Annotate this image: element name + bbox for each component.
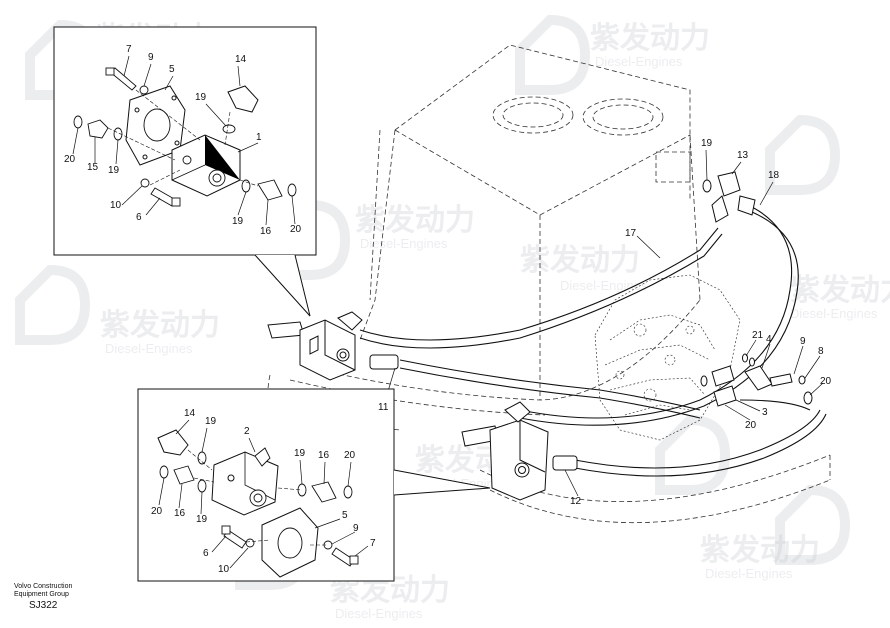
callout-number: 19 xyxy=(195,92,207,103)
hose-11-outer xyxy=(399,367,701,419)
caption-line-2: Equipment Group xyxy=(14,591,69,598)
callout-number: 10 xyxy=(110,200,122,211)
callout-number: 20 xyxy=(820,376,832,387)
callout-number: 5 xyxy=(169,64,175,75)
callouts-bottom-inset: 14 19 2 20 16 19 19 16 20 597 6 10 xyxy=(151,408,376,575)
caption-line-1: Volvo Construction xyxy=(14,583,73,590)
watermark-brand-text: 紫发动力 xyxy=(590,22,710,55)
callout-number: 20 xyxy=(151,506,163,517)
callout-number: 16 xyxy=(318,450,330,461)
valve-assembly-lower xyxy=(461,401,578,501)
publisher-caption: Volvo Construction Equipment Group xyxy=(14,583,72,599)
watermark-sub-text: Diesel-Engines xyxy=(105,341,193,356)
callout-number: 16 xyxy=(260,226,272,237)
callout-number: 20 xyxy=(745,420,757,431)
callout-number: 16 xyxy=(174,508,186,519)
hose-11 xyxy=(399,359,701,411)
watermark-brand-text: 紫发动力 xyxy=(355,204,475,237)
hose-20 xyxy=(739,399,811,411)
callout-number: 13 xyxy=(737,150,749,161)
hose-12 xyxy=(574,409,821,469)
valve-assembly-upper xyxy=(267,311,399,381)
callout-number: 20 xyxy=(344,450,356,461)
callouts-top-inset: 7 9 5 14 19 1 20 15 19 10 6 19 16 20 xyxy=(64,44,302,237)
hose-12-outer xyxy=(574,413,827,477)
callout-number: 19 xyxy=(232,216,244,227)
callout-number: 14 xyxy=(184,408,196,419)
callout-number: 19 xyxy=(108,165,120,176)
callout-number: 6 xyxy=(203,548,209,559)
callout-number: 15 xyxy=(87,162,99,173)
callout-number: 8 xyxy=(818,346,824,357)
inset-top xyxy=(53,26,317,317)
watermark-brand-text: 紫发动力 xyxy=(790,274,890,307)
hose-lines xyxy=(359,204,827,477)
callout-number: 21 xyxy=(752,330,764,341)
callout-number: 9 xyxy=(800,336,806,347)
callout-number: 9 xyxy=(148,52,154,63)
callout-number: 20 xyxy=(64,154,76,165)
engine-block xyxy=(594,274,741,441)
callout-number: 5 xyxy=(342,510,348,521)
callout-number: 17 xyxy=(625,228,637,239)
hose-17-outer xyxy=(359,233,723,349)
callout-number: 12 xyxy=(570,496,582,507)
fittings-right xyxy=(700,353,813,407)
watermark-sub-text: Diesel-Engines xyxy=(595,54,683,69)
callout-number: 19 xyxy=(701,138,713,149)
callout-number: 18 xyxy=(768,170,780,181)
callout-number: 7 xyxy=(370,538,376,549)
callout-number: 10 xyxy=(218,564,230,575)
callout-number: 7 xyxy=(126,44,132,55)
watermark-sub-text: Diesel-Engines xyxy=(360,236,448,251)
callout-number: 20 xyxy=(290,224,302,235)
callout-number: 19 xyxy=(294,448,306,459)
fitting-13 xyxy=(702,171,756,223)
watermark-brand-text: 紫发动力 xyxy=(100,309,220,342)
diagram-code: SJ322 xyxy=(29,600,58,611)
watermark-sub-text: Diesel-Engines xyxy=(335,606,423,621)
watermark-sub-text: Diesel-Engines xyxy=(560,278,648,293)
callout-number: 3 xyxy=(762,407,768,418)
callout-number: 2 xyxy=(244,426,250,437)
callout-number: 4 xyxy=(766,334,772,345)
callout-number: 19 xyxy=(196,514,208,525)
watermark-sub-text: Diesel-Engines xyxy=(705,566,793,581)
callout-number: 1 xyxy=(256,132,262,143)
callout-number: 14 xyxy=(235,54,247,65)
watermark-brand-text: 紫发动力 xyxy=(700,534,820,567)
callout-number: 9 xyxy=(353,523,359,534)
callout-number: 11 xyxy=(378,402,389,413)
callout-number: 19 xyxy=(205,416,217,427)
callout-number: 6 xyxy=(136,212,142,223)
watermark-brand-text: 紫发动力 xyxy=(520,244,640,277)
inset-bottom xyxy=(137,388,491,582)
watermark-sub-text: Diesel-Engines xyxy=(790,306,878,321)
hose-17 xyxy=(359,227,719,341)
